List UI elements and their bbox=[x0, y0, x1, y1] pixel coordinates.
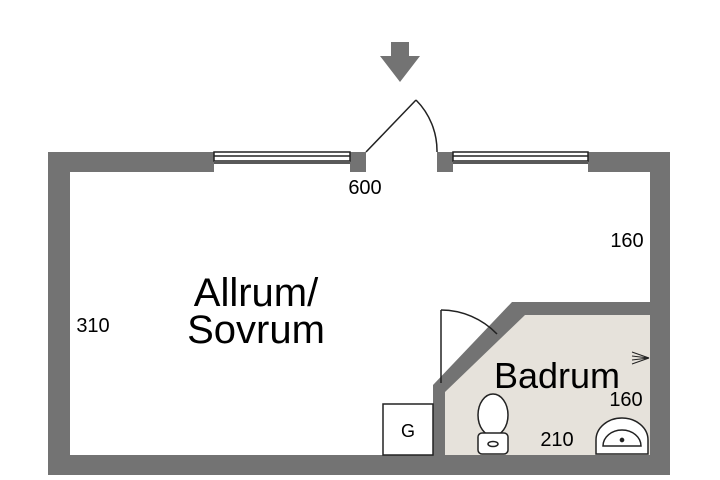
window-left bbox=[213, 151, 351, 164]
closet-label: G bbox=[401, 421, 415, 441]
room-label-main-line2: Sovrum bbox=[187, 308, 325, 352]
room-label-main-line1: Allrum/ bbox=[194, 271, 319, 315]
entrance-door bbox=[365, 99, 438, 153]
arrow-down-icon bbox=[380, 42, 420, 82]
room-label-bath: Badrum bbox=[494, 355, 620, 396]
walls bbox=[48, 152, 670, 475]
vent-icon bbox=[631, 351, 650, 365]
dimension-width-main: 600 bbox=[348, 177, 381, 199]
dimension-bath-height: 160 bbox=[609, 389, 642, 411]
closet-box bbox=[382, 403, 434, 456]
dimension-height-right: 160 bbox=[610, 230, 643, 252]
dimension-height-main: 310 bbox=[76, 315, 109, 337]
bath-door bbox=[440, 309, 498, 383]
sink-icon bbox=[595, 417, 649, 455]
toilet-icon bbox=[477, 393, 509, 455]
window-right bbox=[452, 151, 589, 164]
dimension-bath-width: 210 bbox=[540, 429, 573, 451]
